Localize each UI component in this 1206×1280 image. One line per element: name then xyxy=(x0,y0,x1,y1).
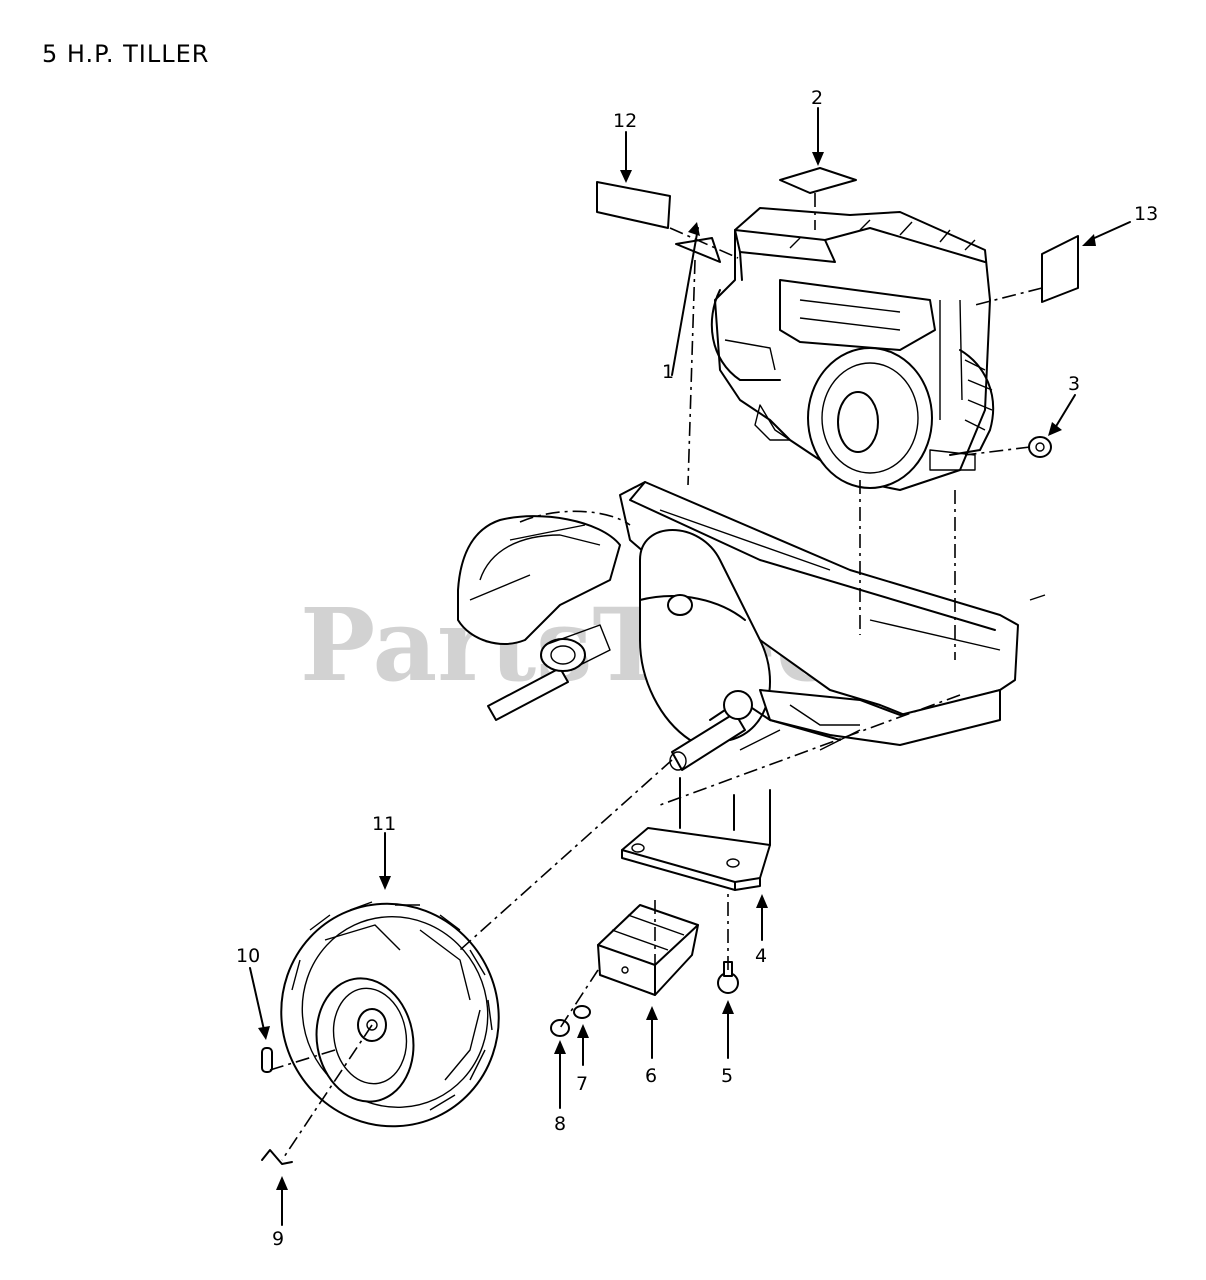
clip-9[interactable] xyxy=(261,1149,293,1165)
tiller-frame[interactable] xyxy=(619,481,1046,751)
callout-13: 13 xyxy=(1134,203,1158,225)
callout-12: 12 xyxy=(613,110,637,132)
decal-12[interactable] xyxy=(596,181,671,229)
callout-4: 4 xyxy=(755,945,767,967)
decal-2[interactable] xyxy=(779,167,857,194)
nut-3[interactable] xyxy=(1028,436,1052,458)
callout-9: 9 xyxy=(272,1228,284,1250)
bracket-4[interactable] xyxy=(621,777,771,891)
callout-10: 10 xyxy=(236,945,260,967)
callout-2: 2 xyxy=(811,87,823,109)
callout-8: 8 xyxy=(554,1113,566,1135)
nut-8[interactable] xyxy=(550,1019,570,1037)
callout-6: 6 xyxy=(645,1065,657,1087)
callout-1: 1 xyxy=(662,361,674,383)
callout-7: 7 xyxy=(576,1073,588,1095)
decal-13[interactable] xyxy=(1041,235,1079,303)
callout-3: 3 xyxy=(1068,373,1080,395)
axle[interactable] xyxy=(487,624,611,721)
callout-5: 5 xyxy=(721,1065,733,1087)
pin-10[interactable] xyxy=(261,1047,273,1073)
callout-11: 11 xyxy=(372,813,396,835)
assembly-lines xyxy=(269,193,1043,1161)
weight-6[interactable] xyxy=(597,904,699,996)
washer-7[interactable] xyxy=(573,1005,591,1019)
engine[interactable] xyxy=(710,207,995,491)
decal-1[interactable] xyxy=(675,237,721,263)
callout-leaders xyxy=(249,107,1131,1226)
tine-shield[interactable] xyxy=(457,510,631,645)
page-title: 5 H.P. TILLER xyxy=(42,40,210,68)
wheel-11[interactable] xyxy=(245,868,535,1162)
